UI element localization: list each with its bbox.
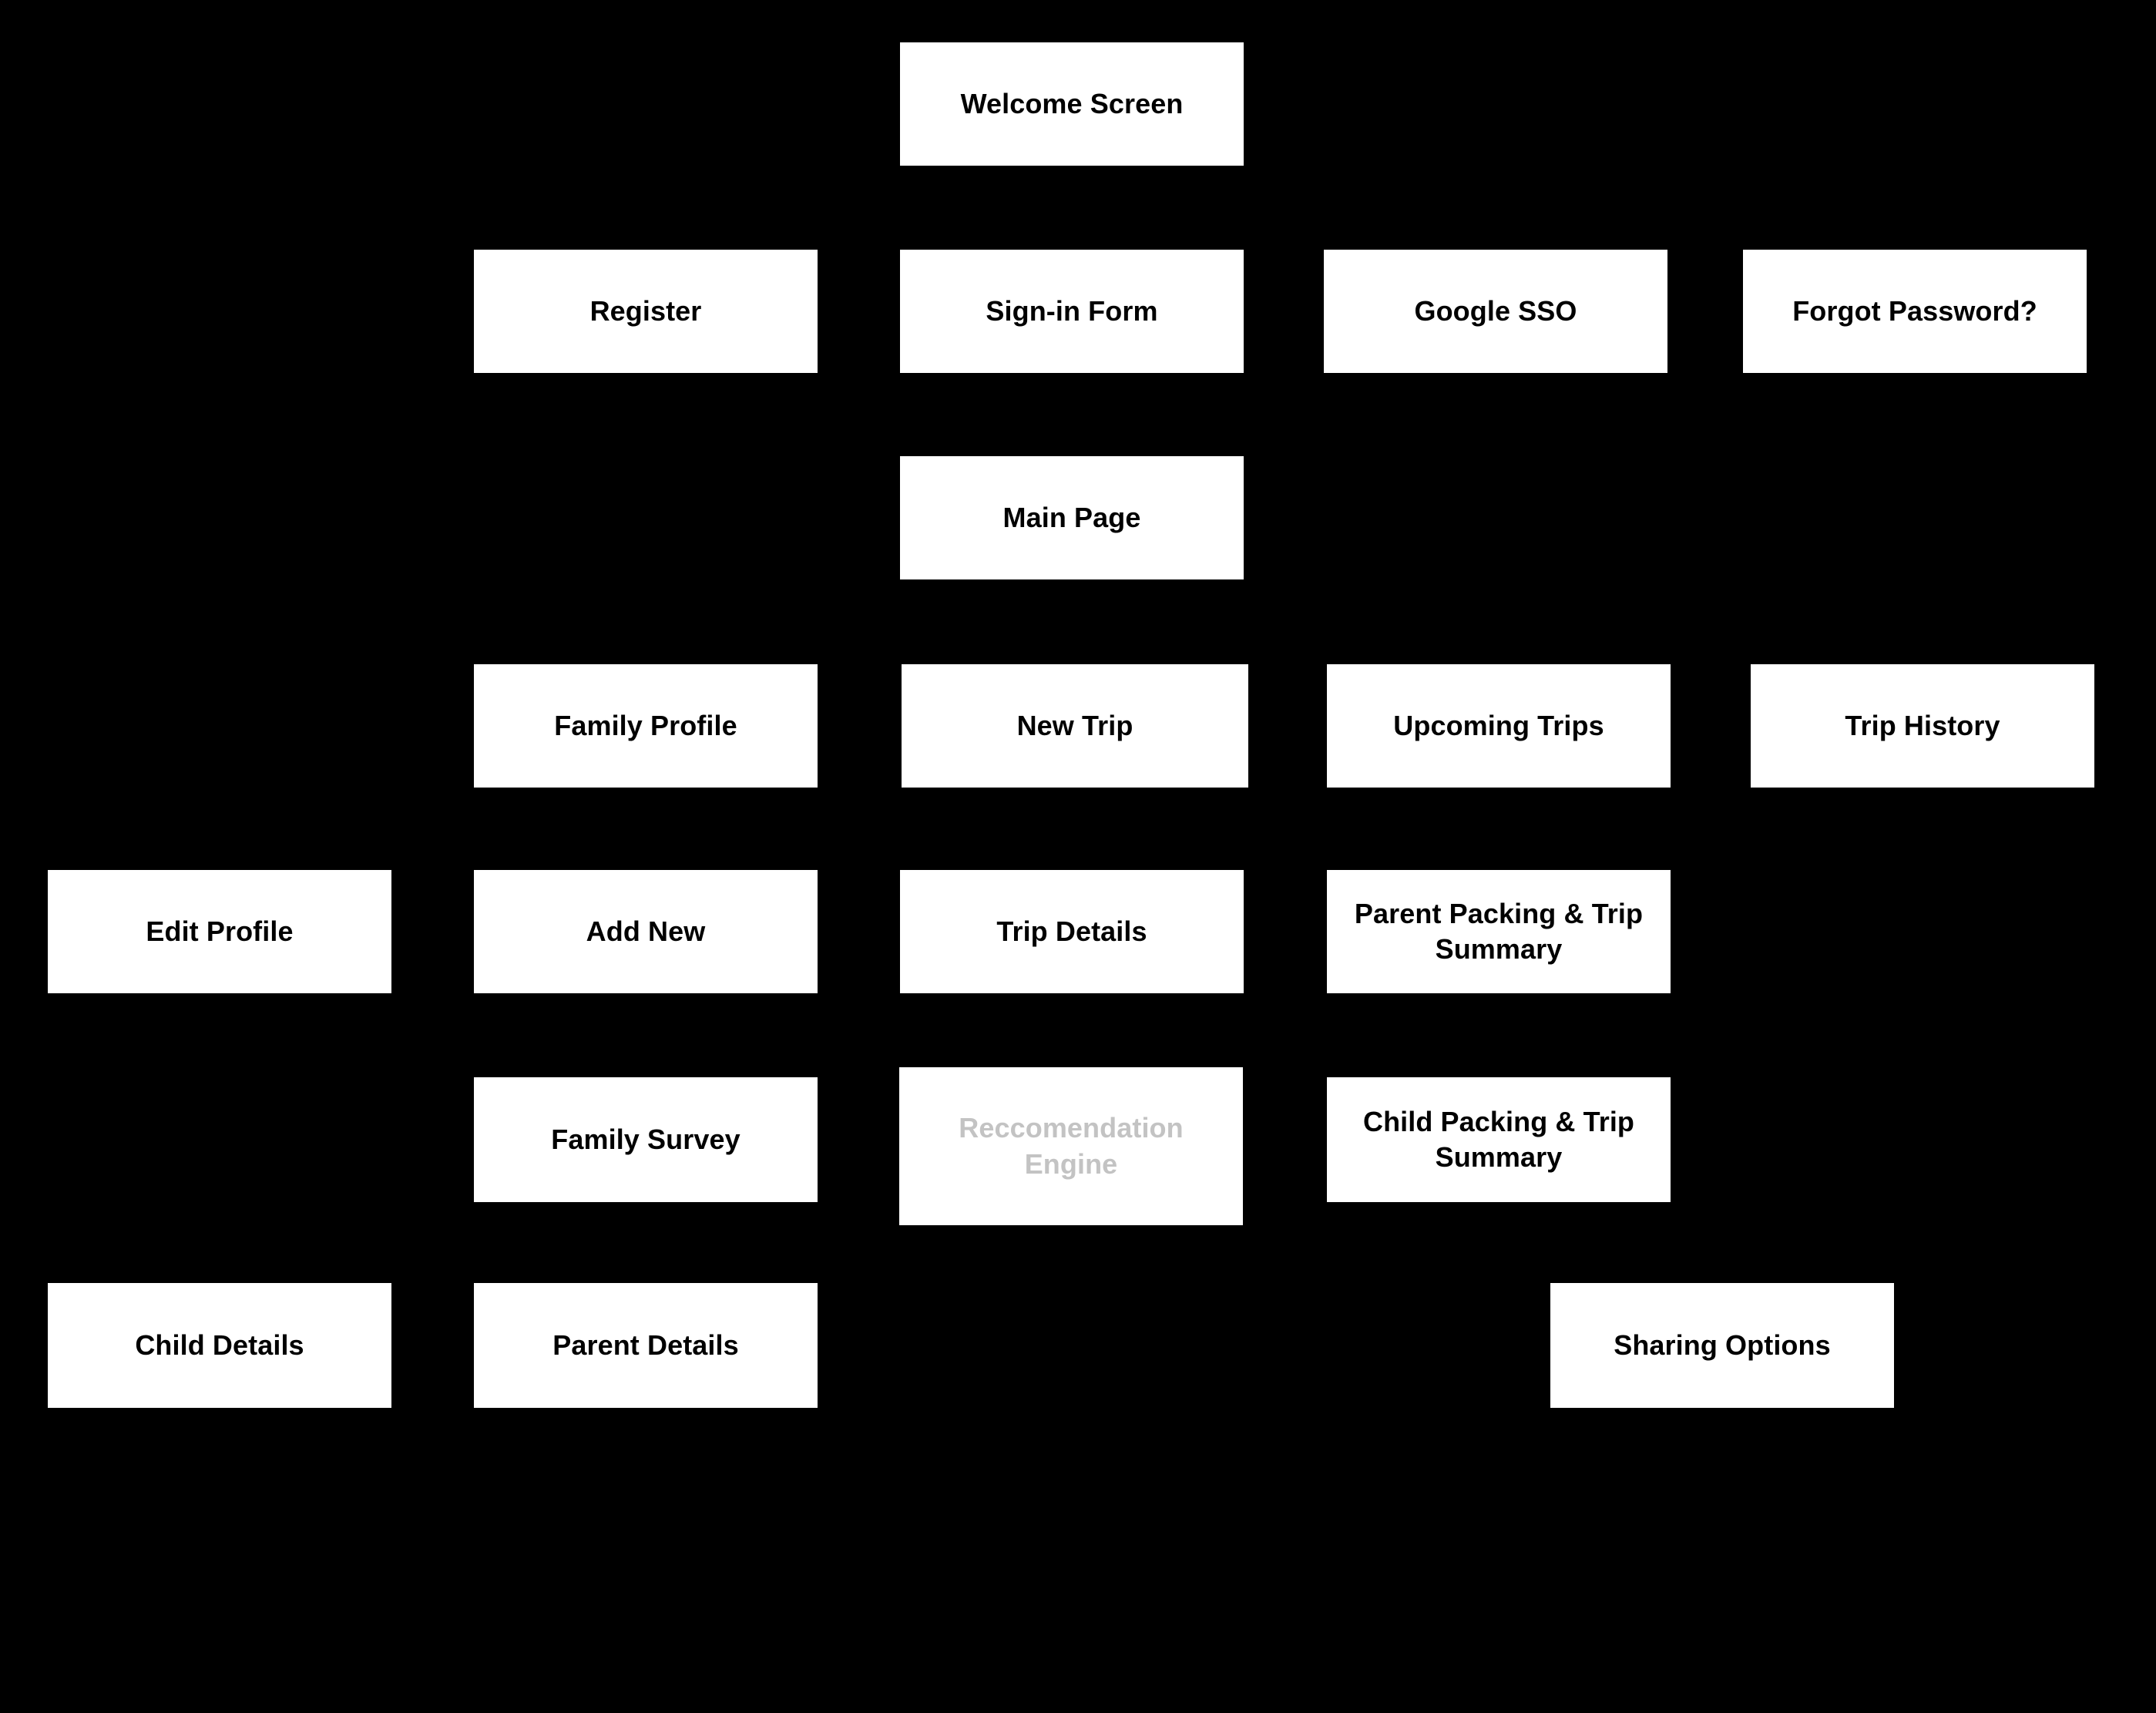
node-label: Reccomendation Engine bbox=[959, 1112, 1184, 1180]
node-edit-profile[interactable]: Edit Profile bbox=[48, 870, 391, 993]
node-label: Google SSO bbox=[1414, 294, 1577, 327]
node-register[interactable]: Register bbox=[474, 250, 818, 373]
node-child-details[interactable]: Child Details bbox=[48, 1283, 391, 1408]
node-family-survey[interactable]: Family Survey bbox=[474, 1077, 818, 1202]
node-label: Parent Details bbox=[552, 1328, 739, 1361]
node-upcoming-trips[interactable]: Upcoming Trips bbox=[1327, 664, 1671, 788]
node-welcome-screen[interactable]: Welcome Screen bbox=[900, 42, 1244, 166]
node-forgot-password[interactable]: Forgot Password? bbox=[1743, 250, 2087, 373]
node-label: New Trip bbox=[1016, 709, 1133, 741]
node-label: Forgot Password? bbox=[1792, 294, 2037, 327]
node-label: Edit Profile bbox=[146, 915, 294, 947]
node-trip-details[interactable]: Trip Details bbox=[900, 870, 1244, 993]
node-label: Sharing Options bbox=[1614, 1328, 1831, 1361]
node-new-trip[interactable]: New Trip bbox=[902, 664, 1248, 788]
node-label: Welcome Screen bbox=[960, 87, 1184, 119]
node-parent-details[interactable]: Parent Details bbox=[474, 1283, 818, 1408]
node-label: Main Page bbox=[1002, 501, 1141, 533]
node-label: Child Packing & Trip Summary bbox=[1362, 1105, 1635, 1173]
node-sharing-options[interactable]: Sharing Options bbox=[1550, 1283, 1894, 1408]
node-trip-history[interactable]: Trip History bbox=[1751, 664, 2094, 788]
node-label: Family Profile bbox=[554, 709, 737, 741]
node-main-page[interactable]: Main Page bbox=[900, 456, 1244, 579]
node-google-sso[interactable]: Google SSO bbox=[1324, 250, 1667, 373]
node-label: Child Details bbox=[135, 1328, 304, 1361]
node-label: Register bbox=[589, 294, 702, 327]
node-label: Family Survey bbox=[551, 1123, 740, 1155]
node-label: Trip History bbox=[1845, 709, 2000, 741]
node-label: Add New bbox=[586, 915, 706, 947]
node-reccomendation-engine[interactable]: Reccomendation Engine bbox=[899, 1067, 1243, 1225]
node-sign-in-form[interactable]: Sign-in Form bbox=[900, 250, 1244, 373]
node-label: Parent Packing & Trip Summary bbox=[1354, 897, 1644, 965]
node-family-profile[interactable]: Family Profile bbox=[474, 664, 818, 788]
node-add-new[interactable]: Add New bbox=[474, 870, 818, 993]
node-parent-packing-trip-summary[interactable]: Parent Packing & Trip Summary bbox=[1327, 870, 1671, 993]
node-label: Trip Details bbox=[996, 915, 1147, 947]
node-child-packing-trip-summary[interactable]: Child Packing & Trip Summary bbox=[1327, 1077, 1671, 1202]
node-label: Sign-in Form bbox=[986, 294, 1158, 327]
node-label: Upcoming Trips bbox=[1393, 709, 1604, 741]
